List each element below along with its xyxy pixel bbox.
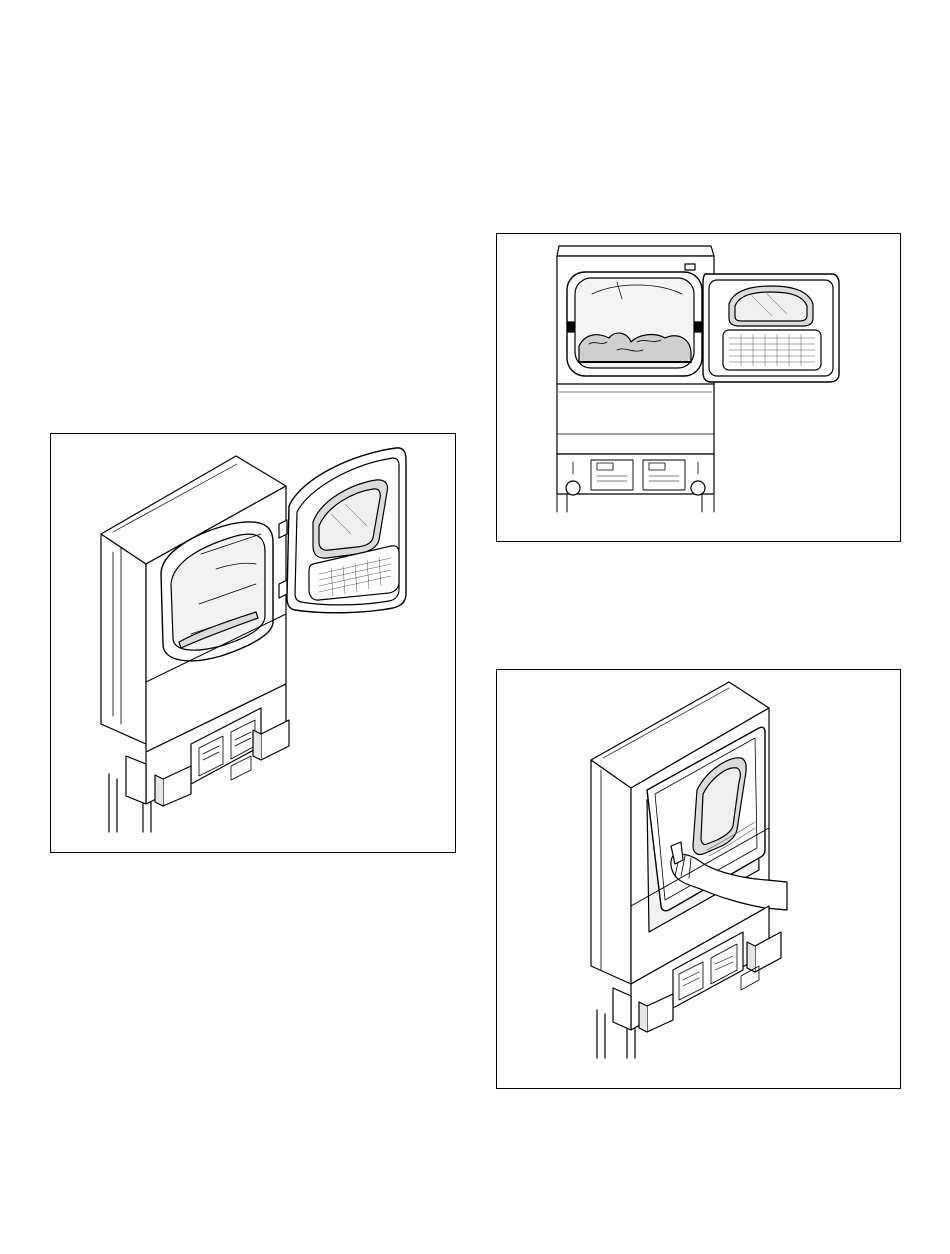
figure-top-right bbox=[496, 233, 901, 542]
dryer-front-with-laundry-illustration bbox=[497, 234, 901, 542]
hand-closing-door-illustration bbox=[497, 670, 901, 1089]
figure-left bbox=[50, 433, 456, 853]
dryer-door-open-illustration bbox=[51, 434, 456, 853]
figure-bottom-right bbox=[496, 669, 901, 1089]
